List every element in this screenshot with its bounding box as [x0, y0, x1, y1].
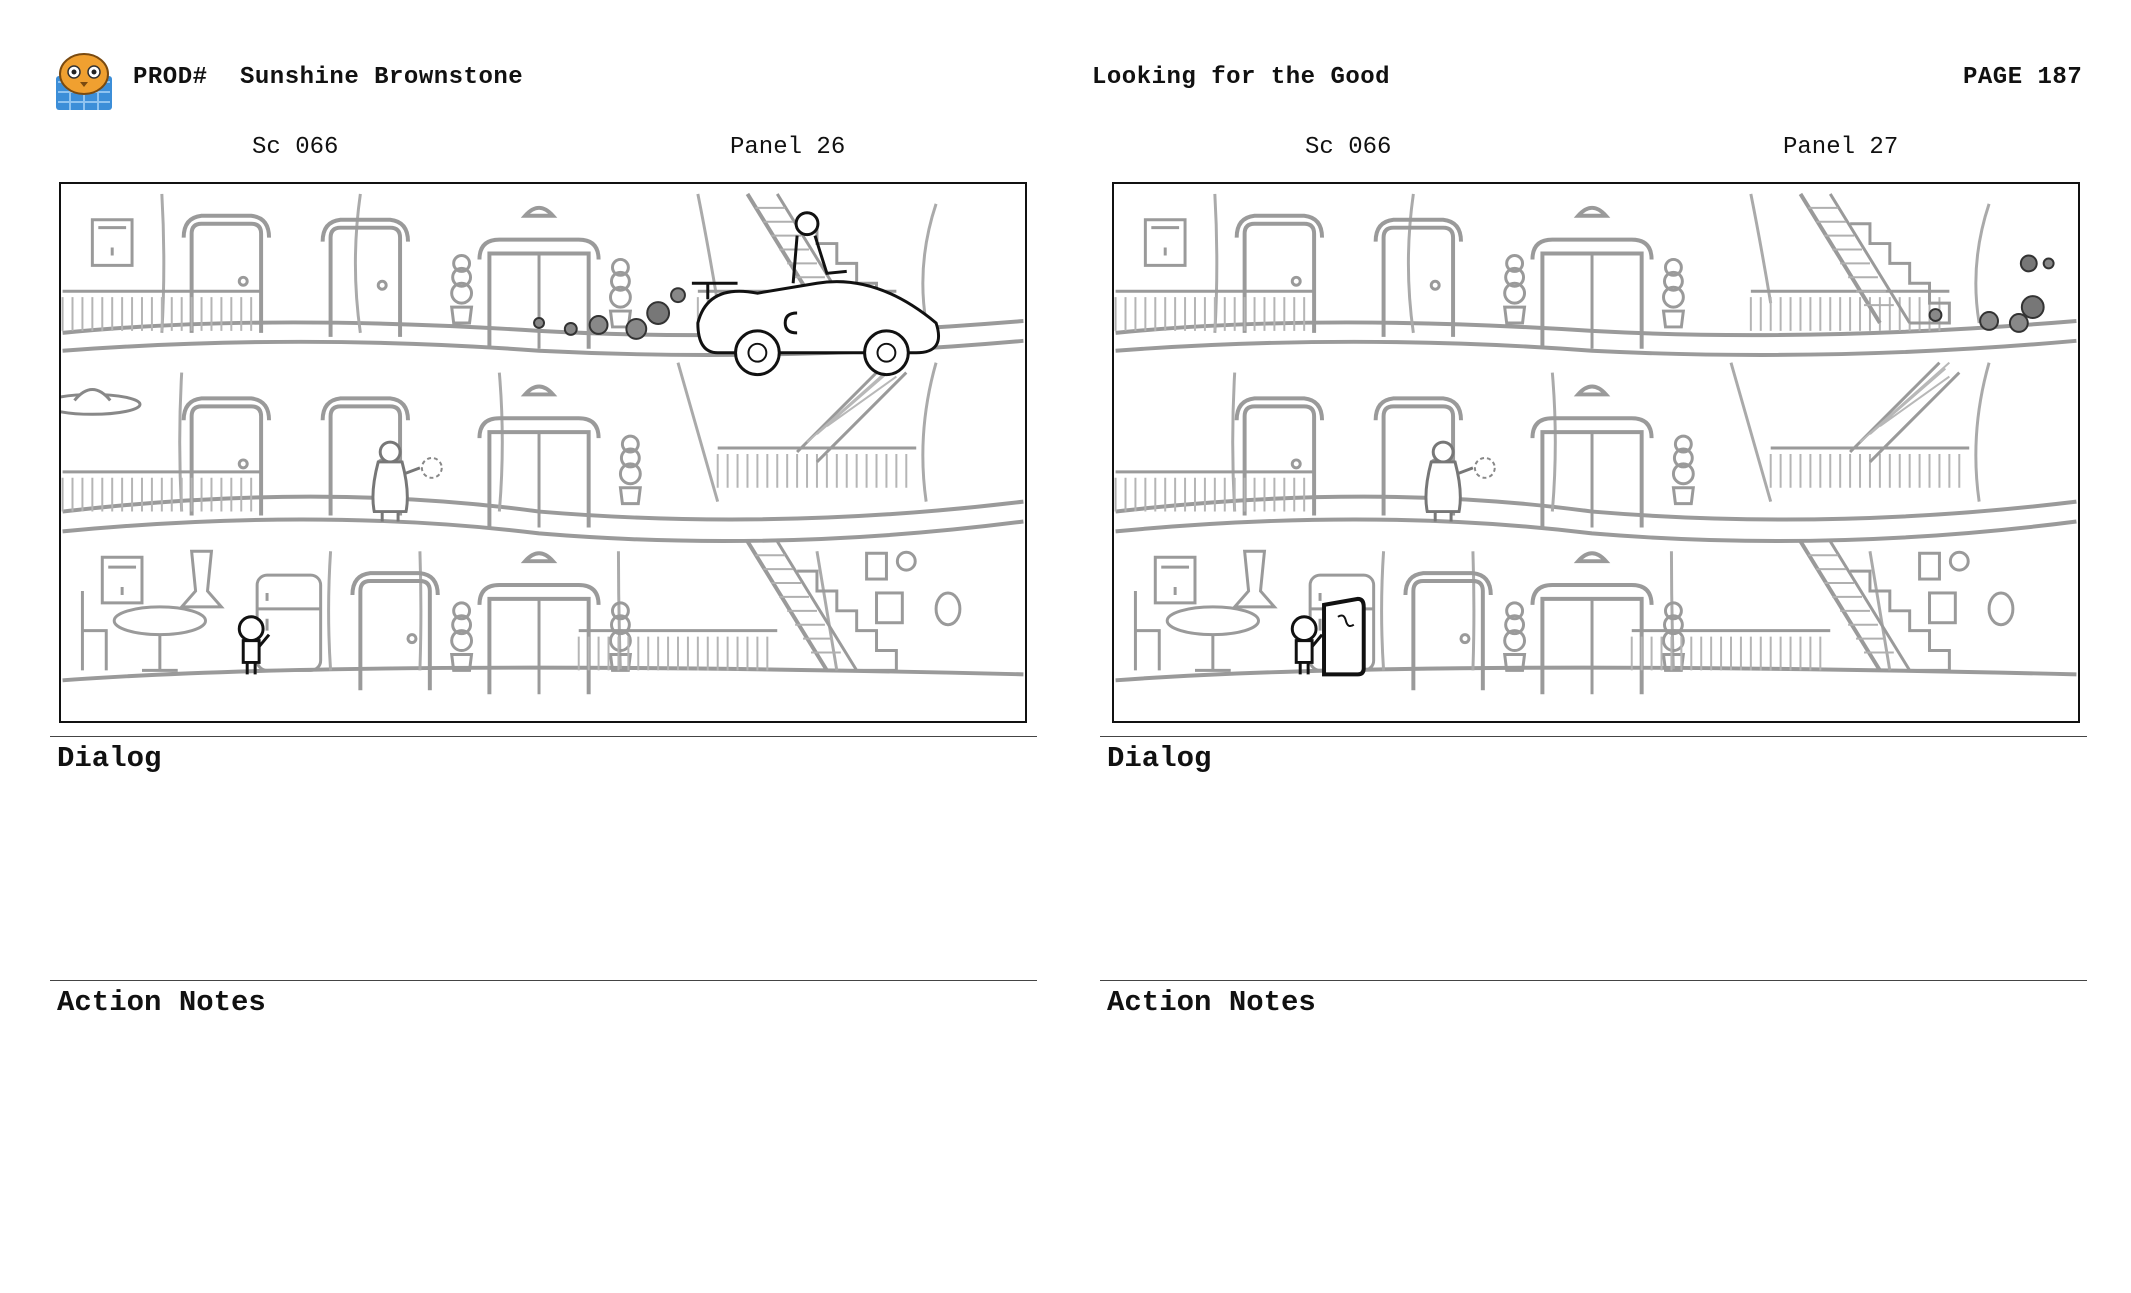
car-icon	[691, 211, 941, 377]
exhaust-smoke-icon	[533, 287, 686, 340]
dialog-label: Dialog	[1107, 742, 1212, 775]
fridge-door-open	[1322, 596, 1366, 677]
show-title: Sunshine Brownstone	[240, 64, 524, 91]
episode-title: Looking for the Good	[1092, 64, 1391, 91]
panel-number: Panel 27	[1783, 134, 1899, 161]
kid-character	[237, 615, 271, 676]
storyboard-panel-27	[1112, 182, 2080, 723]
ufo-icon	[61, 387, 142, 416]
divider	[1100, 736, 2087, 737]
dialog-label: Dialog	[57, 742, 162, 775]
action-notes-label: Action Notes	[57, 986, 266, 1019]
storyboard-panel-26	[59, 182, 1027, 723]
grandma-character	[1424, 440, 1497, 523]
kid-character	[1290, 615, 1324, 676]
prod-label: PROD#	[133, 64, 208, 91]
show-logo-icon	[54, 52, 114, 110]
divider	[50, 736, 1037, 737]
action-notes-label: Action Notes	[1107, 986, 1316, 1019]
exhaust-smoke-icon	[1928, 254, 2055, 333]
grandma-character	[371, 440, 444, 523]
page-number: PAGE 187	[1963, 64, 2083, 91]
panel-number: Panel 26	[730, 134, 846, 161]
scene-number: Sc 066	[252, 134, 339, 161]
scene-number: Sc 066	[1305, 134, 1392, 161]
divider	[50, 980, 1037, 981]
divider	[1100, 980, 2087, 981]
